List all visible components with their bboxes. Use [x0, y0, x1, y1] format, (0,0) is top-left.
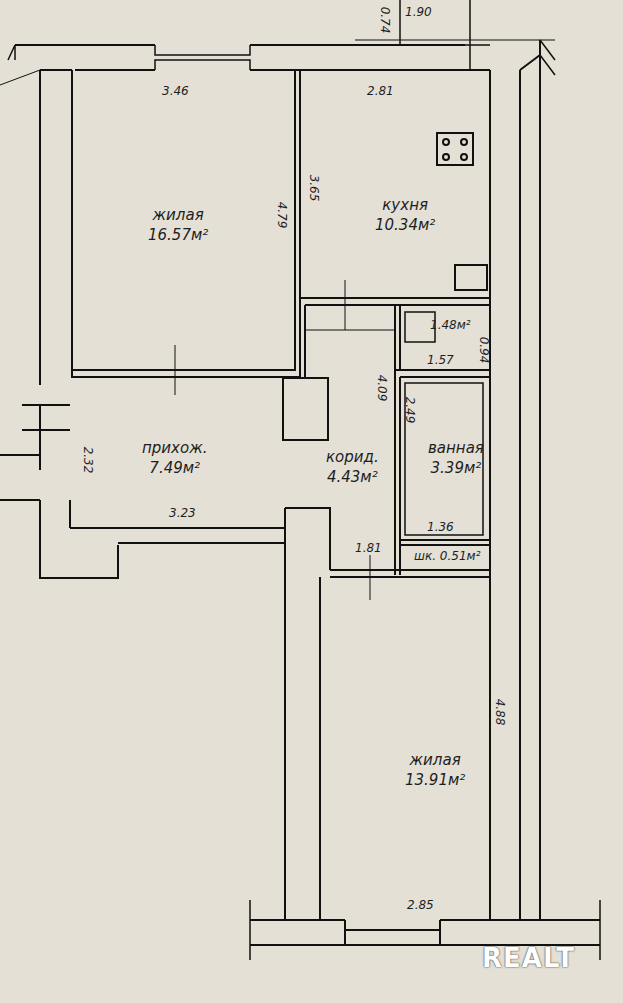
- room-area: 13.91м²: [405, 770, 465, 790]
- room-area: 10.34м²: [375, 215, 435, 235]
- dimension: 0.94: [477, 335, 491, 366]
- room-label: жилая13.91м²: [401, 748, 469, 793]
- room-name: жилая: [410, 750, 461, 770]
- room-name: ванная: [428, 438, 484, 458]
- room-label: прихож.7.49м²: [138, 436, 211, 481]
- room-name: 1.48м²: [430, 317, 471, 333]
- room-name: прихож.: [142, 438, 207, 458]
- dimension: 3.23: [167, 506, 198, 520]
- room-name: корид.: [326, 447, 379, 467]
- room-label: шк. 0.51м²: [410, 546, 484, 566]
- room-label: кухня10.34м²: [371, 193, 439, 238]
- room-name: кухня: [382, 195, 428, 215]
- dimension: 1.57: [425, 353, 456, 367]
- room-area: 4.43м²: [327, 467, 378, 487]
- dimension: 3.65: [307, 173, 321, 204]
- watermark: REALT: [480, 944, 577, 972]
- dimension: 2.81: [365, 84, 396, 98]
- room-label: жилая16.57м²: [144, 203, 212, 248]
- dimension: 4.88: [493, 697, 507, 728]
- dimension: 1.36: [425, 520, 456, 534]
- room-label: ванная3.39м²: [424, 436, 488, 481]
- dimension: 0.74: [378, 5, 392, 36]
- room-area: 3.39м²: [431, 458, 482, 478]
- room-area: 16.57м²: [148, 225, 208, 245]
- room-name: шк. 0.51м²: [414, 548, 480, 564]
- room-area: 7.49м²: [149, 458, 200, 478]
- dimension: 1.90: [403, 5, 434, 19]
- dimension: 2.32: [81, 445, 95, 476]
- dimension: 1.81: [353, 541, 384, 555]
- dimension: 4.09: [375, 373, 389, 404]
- room-name: жилая: [153, 205, 204, 225]
- dimension: 2.49: [403, 395, 417, 426]
- dimension: 4.79: [275, 200, 289, 231]
- dimension: 3.46: [160, 84, 191, 98]
- room-label: корид.4.43м²: [322, 445, 383, 490]
- room-label: 1.48м²: [426, 315, 475, 335]
- dimension: 2.85: [405, 898, 436, 912]
